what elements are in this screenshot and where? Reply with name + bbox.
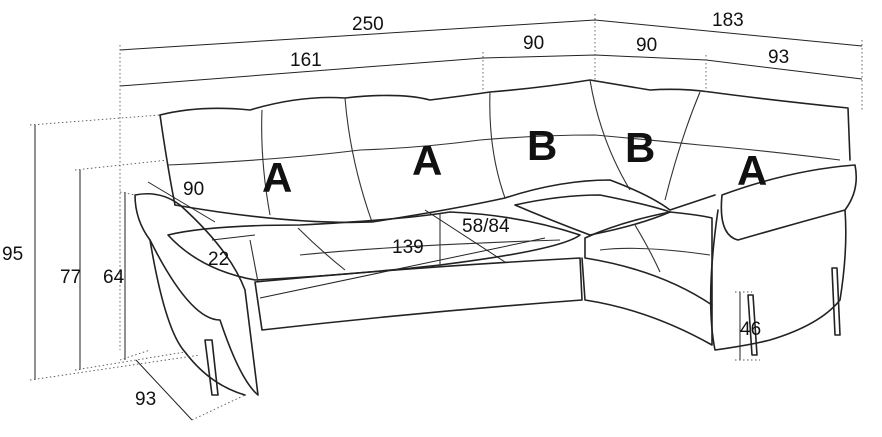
dim-seat-width: 139 (392, 237, 424, 258)
dim-section-b-right: 90 (636, 35, 657, 56)
dim-armrest-width: 22 (208, 249, 229, 270)
module-label: B (527, 122, 557, 169)
dim-total-width: 250 (352, 14, 384, 35)
dim-back-height: 77 (60, 267, 81, 288)
dim-seat-height: 46 (740, 319, 761, 340)
module-label: A (737, 147, 767, 194)
module-label: A (412, 137, 442, 184)
dim-total-depth-side: 183 (712, 10, 744, 31)
module-label: B (625, 124, 655, 171)
dim-section-a-right: 93 (768, 47, 789, 68)
dim-armrest-length: 90 (183, 179, 204, 200)
sofa-drawing (134, 79, 858, 396)
dim-total-height: 95 (2, 244, 23, 265)
dim-section-a-width: 161 (290, 50, 322, 71)
module-label: A (262, 154, 292, 201)
dimension-lines (29, 14, 863, 421)
dim-armrest-height: 64 (103, 267, 125, 288)
dim-section-b-left: 90 (523, 33, 544, 54)
dim-seat-depth: 93 (135, 389, 156, 410)
dim-seat-depth-range: 58/84 (462, 216, 510, 237)
